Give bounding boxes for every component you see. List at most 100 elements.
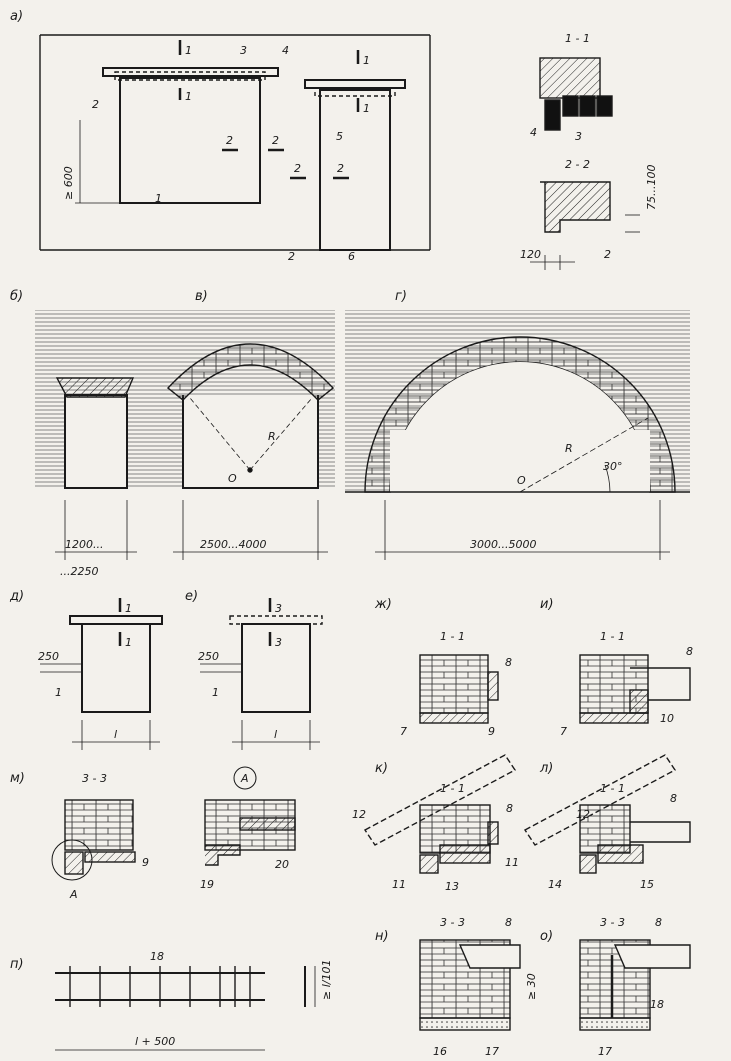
cut-mark-1: 1 [185, 44, 192, 57]
cut-mark-1: 1 [125, 636, 132, 649]
panel-a-wall-elevation [39, 34, 431, 251]
panel-i-section [579, 654, 691, 724]
callout-9: 9 [142, 856, 149, 869]
panel-label-a: а) [10, 9, 23, 24]
panel-label-l: л) [539, 761, 553, 776]
panel-d-lintel-opening [40, 598, 163, 750]
cut-mark-2: 2 [272, 134, 279, 147]
callout-17: 17 [598, 1045, 612, 1058]
callout-11: 11 [392, 878, 406, 891]
callout-8: 8 [686, 645, 693, 658]
callout-18: 18 [150, 950, 164, 963]
dim-l-plus-500: l + 500 [135, 1035, 175, 1048]
panel-label-d: д) [9, 589, 24, 604]
radius-label: R [565, 442, 573, 455]
callout-8: 8 [655, 916, 662, 929]
section-title-m: 3 - 3 [82, 772, 107, 785]
callout-8: 8 [505, 656, 512, 669]
section-title-o: 3 - 3 [600, 916, 625, 929]
detail-a-callout: A [69, 888, 78, 901]
dim-min-30: ≥ 30 [525, 973, 538, 1000]
panel-zh-section [419, 654, 499, 724]
callout-2: 2 [288, 250, 295, 263]
panel-n-section [419, 939, 521, 1031]
callout-5: 5 [336, 130, 343, 143]
section-2-2-detail [530, 181, 640, 270]
callout-14: 14 [548, 878, 562, 891]
cut-mark-1: 1 [125, 602, 132, 615]
section-title-n: 3 - 3 [440, 916, 465, 929]
callout-19: 19 [200, 878, 214, 891]
cut-mark-1: 1 [363, 54, 370, 67]
panel-l-section [523, 754, 691, 874]
callout-15: 15 [640, 878, 654, 891]
panel-k-section [363, 754, 517, 874]
section-title-i: 1 - 1 [600, 630, 625, 643]
panel-label-b: б) [10, 289, 23, 304]
dim-l: l [114, 728, 117, 741]
cut-mark-1: 1 [363, 102, 370, 115]
section-title-k: 1 - 1 [440, 782, 465, 795]
center-label: O [517, 474, 526, 487]
cut-mark-2: 2 [226, 134, 233, 147]
cut-mark-3: 3 [275, 636, 282, 649]
dim-75-100: 75...100 [645, 165, 658, 210]
callout-17: 17 [485, 1045, 499, 1058]
cut-mark-2: 2 [337, 162, 344, 175]
panel-label-n: н) [375, 929, 389, 944]
callout-12: 12 [576, 808, 590, 821]
section-title-2-2: 2 - 2 [565, 158, 590, 171]
section-title-zh: 1 - 1 [440, 630, 465, 643]
detail-a [204, 766, 296, 866]
callout-6: 6 [348, 250, 355, 263]
dim-120: 120 [520, 248, 541, 261]
radius-label: R [268, 430, 276, 443]
callout-7: 7 [400, 725, 407, 738]
callout-3: 3 [575, 130, 582, 143]
panel-o-section [579, 939, 691, 1031]
callout-12: 12 [352, 808, 366, 821]
callout-7: 7 [560, 725, 567, 738]
panel-b-v-brick-wall [35, 310, 335, 560]
section-title-l: 1 - 1 [600, 782, 625, 795]
callout-1: 1 [55, 686, 62, 699]
callout-4: 4 [282, 44, 289, 57]
cut-mark-2: 2 [294, 162, 301, 175]
callout-8: 8 [505, 916, 512, 929]
callout-8: 8 [506, 802, 513, 815]
panel-label-g: г) [395, 289, 407, 304]
panel-label-m: м) [10, 771, 25, 786]
dim-250: 250 [38, 650, 59, 663]
dim-1200: 1200... [65, 538, 103, 551]
panel-label-zh: ж) [374, 597, 392, 612]
dim-min-600: ≥ 600 [62, 166, 75, 200]
dim-2500-4000: 2500...4000 [200, 538, 266, 551]
cut-mark-1: 1 [185, 90, 192, 103]
section-title-1-1: 1 - 1 [565, 32, 590, 45]
callout-9: 9 [488, 725, 495, 738]
callout-18: 18 [650, 998, 664, 1011]
panel-label-i: и) [540, 597, 554, 612]
panel-label-v: в) [195, 289, 208, 304]
detail-a-marker: A [240, 772, 249, 785]
callout-11: 11 [505, 856, 519, 869]
callout-1: 1 [155, 192, 162, 205]
callout-2: 2 [92, 98, 99, 111]
callout-8: 8 [670, 792, 677, 805]
callout-4: 4 [530, 126, 537, 139]
center-label: O [228, 472, 237, 485]
dim-3000-5000: 3000...5000 [470, 538, 536, 551]
callout-2: 2 [604, 248, 611, 261]
dim-250: 250 [198, 650, 219, 663]
panel-p-reinforcement-mesh [55, 966, 316, 1051]
panel-label-p: п) [10, 957, 24, 972]
panel-g-semicircular-arch [345, 310, 690, 560]
angle-30: 30° [603, 460, 623, 473]
panel-label-e: е) [185, 589, 198, 604]
panel-e-lintel-opening [200, 598, 323, 750]
dim-2250: ...2250 [60, 565, 98, 578]
dim-l-over-101: ≥ l/101 [320, 960, 333, 1000]
callout-16: 16 [433, 1045, 447, 1058]
callout-3: 3 [240, 44, 247, 57]
